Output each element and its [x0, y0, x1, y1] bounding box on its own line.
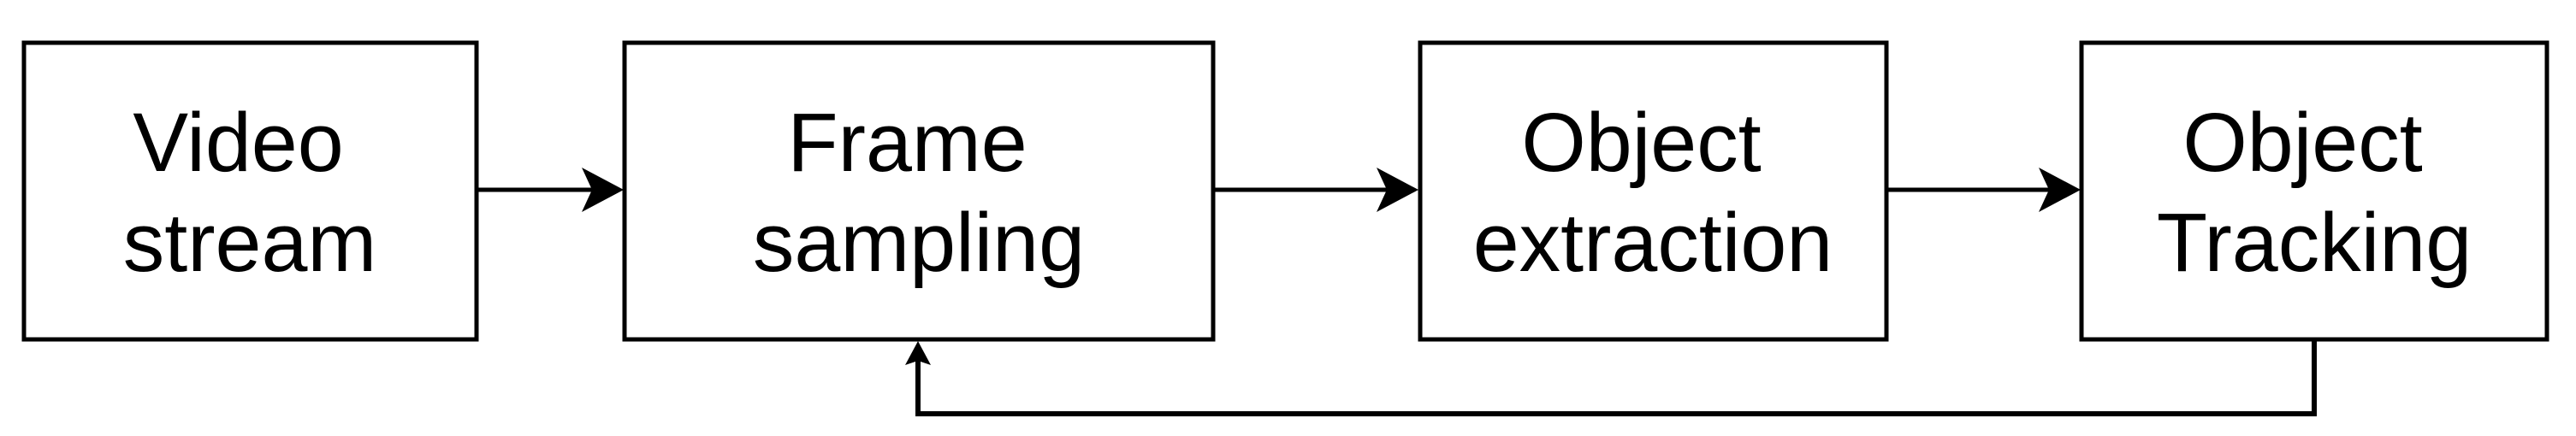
node-video-stream: Video stream: [21, 40, 479, 342]
node-label-line: extraction: [1473, 196, 1833, 289]
object-tracking-box: [2079, 40, 2549, 342]
object-extraction-box: [1418, 40, 1889, 342]
node-label-line: Video: [133, 96, 343, 189]
object-tracking-label: Object Tracking: [2157, 96, 2472, 289]
feedback-shaft: [915, 339, 2317, 416]
video-stream-box: [21, 40, 479, 342]
frame-sampling-label: Frame sampling: [753, 96, 1085, 289]
node-object-tracking: Object Tracking: [2079, 40, 2549, 342]
node-label-line: Frame: [787, 96, 1027, 189]
node-label-line: Object: [1521, 96, 1761, 189]
node-label-line: sampling: [753, 196, 1085, 289]
feedback-arrow-object-tracking-to-frame-sampling: [905, 339, 2317, 416]
arrow-video-stream-to-frame-sampling: [477, 168, 624, 212]
frame-sampling-box: [622, 40, 1216, 342]
arrowhead-right-icon: [2039, 168, 2081, 212]
arrowhead-right-icon: [1377, 168, 1418, 212]
object-extraction-label: Object extraction: [1473, 96, 1833, 289]
arrow-object-extraction-to-object-tracking: [1886, 168, 2081, 212]
node-frame-sampling: Frame sampling: [622, 40, 1216, 342]
node-object-extraction: Object extraction: [1418, 40, 1889, 342]
video-stream-label: Video stream: [123, 96, 376, 289]
arrowhead-right-icon: [582, 168, 624, 212]
node-label-line: stream: [123, 196, 376, 289]
arrow-frame-sampling-to-object-extraction: [1213, 168, 1418, 212]
arrowhead-up-icon: [905, 341, 931, 365]
node-label-line: Tracking: [2157, 196, 2472, 289]
node-label-line: Object: [2182, 96, 2422, 189]
